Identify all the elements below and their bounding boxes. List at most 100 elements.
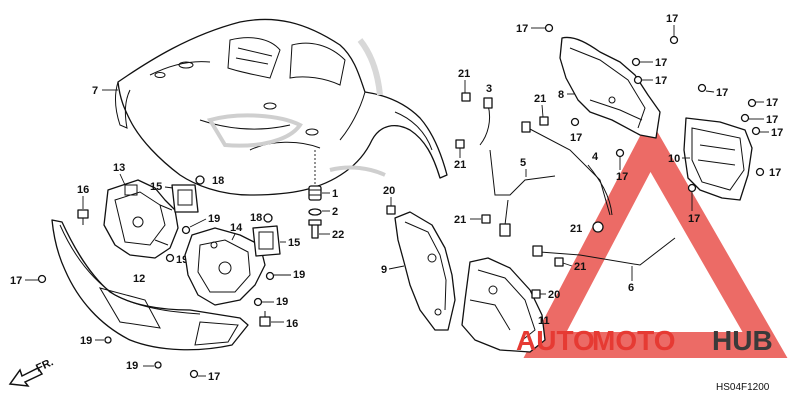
label-17m: 17 — [769, 167, 781, 179]
label-17c: 17 — [516, 23, 528, 35]
label-22: 22 — [332, 229, 344, 241]
clip-18a — [195, 175, 205, 185]
label-16a: 16 — [77, 184, 89, 196]
label-11: 11 — [538, 315, 550, 327]
screw-17l — [751, 126, 761, 136]
screw-17m — [755, 167, 765, 177]
label-17h: 17 — [616, 171, 628, 183]
diagram-code: HS04F1200 — [716, 382, 770, 393]
mounting-stack — [308, 150, 322, 239]
screw-19a — [181, 225, 191, 235]
watermark — [523, 118, 788, 358]
label-3: 3 — [486, 83, 492, 95]
label-12: 12 — [133, 273, 145, 285]
label-17g: 17 — [570, 132, 582, 144]
label-19f: 19 — [126, 360, 138, 372]
label-17l: 17 — [771, 127, 783, 139]
clip-20a — [386, 205, 396, 215]
label-17d: 17 — [666, 13, 678, 25]
screw-17f — [633, 75, 643, 85]
label-20a: 20 — [383, 185, 395, 197]
label-14: 14 — [230, 222, 243, 234]
label-19e: 19 — [80, 335, 92, 347]
panel-8 — [559, 36, 661, 139]
front-fender — [115, 18, 448, 196]
screw-19e — [104, 336, 112, 344]
label-17e: 17 — [655, 57, 667, 69]
screw-17a — [37, 274, 47, 284]
clip-18b — [263, 213, 273, 223]
screw-17k — [740, 113, 750, 123]
cable-4 — [587, 164, 613, 216]
screw-17c — [544, 23, 554, 33]
label-21c: 21 — [534, 93, 546, 105]
screw-19d — [253, 297, 263, 307]
label-21d: 21 — [454, 214, 466, 226]
label-21a: 21 — [458, 68, 470, 80]
bolt-16a — [77, 209, 89, 225]
label-21b: 21 — [454, 159, 466, 171]
label-15b: 15 — [288, 237, 300, 249]
clip-20b — [531, 289, 541, 299]
cable-assembly — [479, 97, 611, 237]
label-17i: 17 — [716, 87, 728, 99]
label-18a: 18 — [212, 175, 224, 187]
label-9: 9 — [381, 264, 387, 276]
watermark-word-moto: MOTO — [592, 325, 675, 356]
label-10: 10 — [668, 153, 680, 165]
label-17k: 17 — [766, 114, 778, 126]
label-17j: 17 — [766, 97, 778, 109]
screw-19f — [154, 361, 162, 369]
screw-17d — [669, 35, 679, 45]
clip-21a — [461, 92, 471, 102]
watermark-logo: AUTO MOTO HUB — [516, 325, 773, 356]
front-direction-arrow — [8, 367, 44, 387]
clip-21d — [481, 214, 491, 224]
label-18b: 18 — [250, 212, 262, 224]
screw-17n — [687, 183, 697, 193]
screw-17h — [615, 148, 625, 158]
label-6: 6 — [628, 282, 634, 294]
label-1: 1 — [332, 188, 338, 200]
label-17n: 17 — [688, 213, 700, 225]
clip-21c — [539, 116, 549, 126]
panel-11 — [461, 257, 546, 353]
label-21e: 21 — [570, 223, 582, 235]
screw-17i — [697, 83, 707, 93]
bracket-14 — [184, 227, 266, 306]
bracket-15a — [171, 184, 199, 213]
label-7: 7 — [92, 85, 98, 97]
label-19c: 19 — [293, 269, 305, 281]
label-13: 13 — [113, 162, 125, 174]
label-2: 2 — [332, 206, 338, 218]
screw-17b — [189, 369, 199, 379]
label-21f: 21 — [574, 261, 586, 273]
label-19d: 19 — [276, 296, 288, 308]
clip-21e — [592, 221, 604, 233]
screw-17j — [747, 98, 757, 108]
panel-10 — [683, 117, 753, 201]
label-19a: 19 — [208, 213, 220, 225]
label-5: 5 — [520, 157, 526, 169]
clip-21b — [455, 139, 465, 149]
label-17f: 17 — [655, 75, 667, 87]
panel-9 — [394, 211, 456, 331]
watermark-triangle — [523, 118, 788, 358]
screw-19c — [265, 271, 275, 281]
bracket-15b — [252, 225, 281, 257]
watermark-word-hub: HUB — [712, 325, 773, 356]
clip-21f — [554, 257, 564, 267]
label-17b: 17 — [208, 371, 220, 383]
label-16b: 16 — [286, 318, 298, 330]
label-4: 4 — [592, 151, 599, 163]
screw-19b — [165, 253, 175, 263]
label-17a: 17 — [10, 275, 22, 287]
bracket-13 — [103, 179, 179, 259]
label-8: 8 — [558, 89, 564, 101]
label-20b: 20 — [548, 289, 560, 301]
direction-label: FR. — [34, 356, 55, 374]
label-15a: 15 — [150, 181, 162, 193]
screw-17g — [570, 117, 580, 127]
bolt-16b — [259, 311, 271, 327]
